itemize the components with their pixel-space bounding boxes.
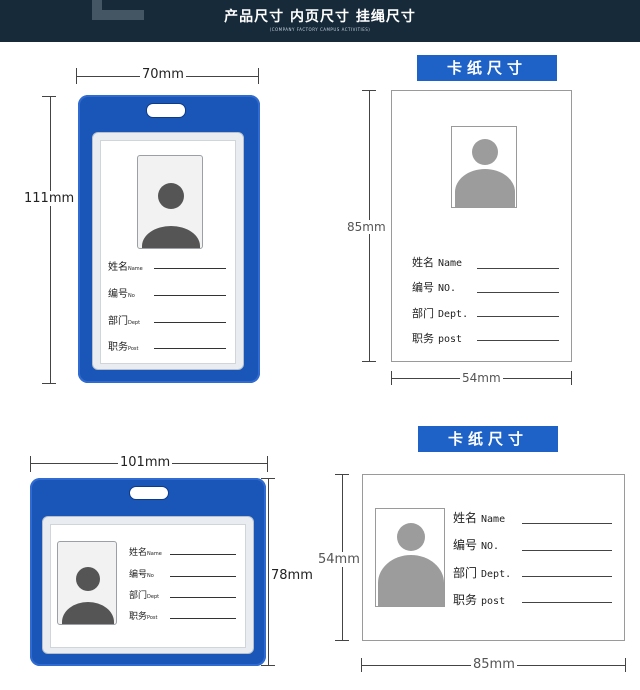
field-underline (170, 597, 236, 598)
holder-v-height-label: 111mm (24, 191, 75, 206)
field-underline (170, 554, 236, 555)
field-underline (522, 523, 612, 524)
person-head-icon (158, 183, 184, 209)
person-head-icon (397, 523, 425, 551)
field-name: 姓名Name (129, 548, 162, 558)
person-body-icon (378, 555, 444, 606)
card-v-height-label: 85mm (347, 220, 386, 234)
field-underline (477, 268, 559, 269)
photo-placeholder (57, 541, 117, 625)
height-dimension-line (268, 478, 269, 666)
photo-placeholder (451, 126, 517, 208)
field-underline (522, 550, 612, 551)
dim-tick (42, 96, 56, 97)
field-underline (477, 292, 559, 293)
header-bar (0, 0, 640, 42)
dim-tick (42, 383, 56, 384)
holder-v-width-label: 70mm (140, 67, 186, 82)
card-h-width-label: 85mm (471, 657, 517, 672)
field-underline (170, 618, 236, 619)
photo-placeholder (375, 508, 445, 607)
page-title: 产品尺寸 内页尺寸 挂绳尺寸 (224, 9, 416, 25)
page-subtitle: (COMPANY FACTORY CAMPUS ACTIVITIES) (269, 27, 371, 32)
person-head-icon (76, 567, 100, 591)
dim-tick (30, 456, 31, 472)
field-underline (522, 602, 612, 603)
lanyard-slot (146, 103, 186, 118)
field-underline (154, 295, 226, 296)
card-size-banner: 卡纸尺寸 (418, 426, 558, 452)
field-underline (154, 348, 226, 349)
card-v-width-label: 54mm (460, 371, 503, 385)
person-body-icon (142, 226, 200, 248)
field-underline (170, 576, 236, 577)
dim-tick (267, 456, 268, 472)
field-underline (477, 340, 559, 341)
field-dept: 部门Dept (108, 316, 141, 327)
field-underline (154, 268, 226, 269)
field-underline (154, 322, 226, 323)
card-h-height-label: 54mm (318, 552, 360, 567)
photo-placeholder (137, 155, 203, 249)
holder-h-width-label: 101mm (118, 455, 173, 470)
holder-h-height-label: 78mm (271, 568, 313, 583)
field-number: 编号No (108, 289, 135, 300)
field-underline (522, 576, 612, 577)
card-size-banner: 卡纸尺寸 (417, 55, 557, 81)
dim-tick (258, 68, 259, 84)
field-underline (477, 316, 559, 317)
height-dimension-line (50, 96, 51, 384)
field-name: 姓名Name (108, 262, 143, 273)
logo-mark (92, 0, 144, 20)
person-body-icon (62, 602, 114, 624)
field-post: 职务Post (108, 342, 139, 353)
field-post: 职务Post (129, 612, 158, 622)
person-body-icon (455, 169, 515, 207)
field-dept: 部门Dept (129, 591, 160, 601)
person-head-icon (472, 139, 498, 165)
field-number: 编号No (129, 570, 154, 580)
lanyard-slot (129, 486, 169, 500)
